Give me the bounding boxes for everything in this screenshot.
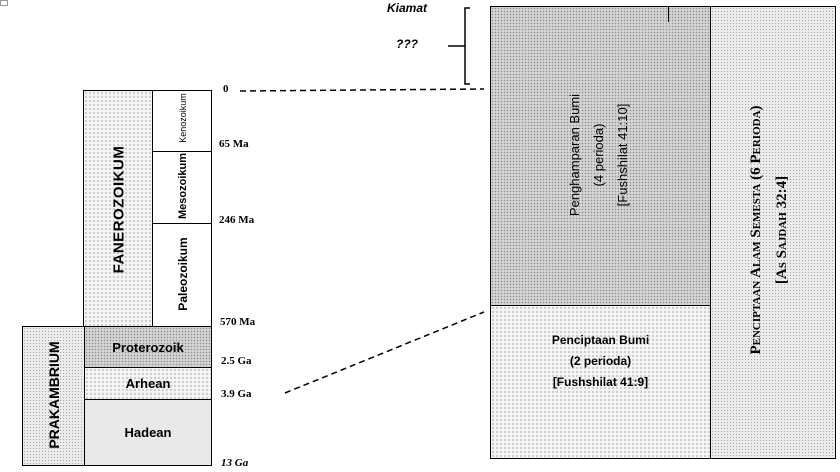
penghamparan-line1: Penghamparan Bumi — [567, 93, 582, 217]
penciptaan-bumi-text: Penciptaan Bumi (2 perioda) [Fushshilat … — [491, 330, 710, 393]
corner-mark — [0, 0, 8, 6]
tick-246ma: 246 Ma — [219, 214, 255, 226]
alam-semesta-line2: [As Sajdah 32:4] — [774, 175, 790, 285]
future-brace — [464, 7, 470, 85]
penghamparan-line2: (4 perioda) — [591, 123, 606, 187]
fanerozoikum-eon: FANEROZOIKUM — [83, 90, 153, 327]
tick-2-5ga: 2.5 Ga — [221, 355, 252, 367]
kiamat-label: Kiamat — [387, 1, 428, 15]
proterozoik-era: Proterozoik — [84, 326, 212, 368]
kiamat-tick — [668, 6, 669, 22]
hadean-era: Hadean — [84, 399, 212, 466]
proterozoik-label: Proterozoik — [112, 339, 184, 355]
tick-3-9ga: 3.9 Ga — [221, 388, 252, 400]
earth-origin-connector — [284, 311, 485, 394]
kenozoikum-era: Kenozoikum — [152, 90, 212, 152]
zero-connector — [239, 88, 485, 92]
mesozoikum-era: Mesozoikum — [152, 151, 212, 224]
tick-570ma: 570 Ma — [220, 316, 256, 328]
alam-semesta-line1: Penciptaan Alam Semesta (6 Perioda) — [748, 105, 764, 355]
prakambrium-eon: PRAKAMBRIUM — [22, 326, 85, 466]
hadean-label: Hadean — [124, 425, 172, 440]
arhean-label: Arhean — [125, 376, 171, 391]
penciptaan-bumi-line2: (2 perioda) — [569, 354, 632, 368]
penciptaan-bumi-line3: [Fushshilat 41:9] — [552, 375, 649, 389]
prakambrium-label: PRAKAMBRIUM — [46, 341, 62, 449]
fanerozoikum-label: FANEROZOIKUM — [110, 145, 128, 274]
penciptaan-bumi-box: Penciptaan Bumi (2 perioda) [Fushshilat … — [490, 305, 711, 459]
tick-65ma: 65 Ma — [219, 138, 249, 150]
penciptaan-alam-semesta-box: Penciptaan Alam Semesta (6 Perioda) [As … — [710, 6, 836, 459]
penghamparan-text: Penghamparan Bumi (4 perioda) [Fushshila… — [563, 15, 639, 295]
penciptaan-bumi-line1: Penciptaan Bumi — [551, 333, 650, 347]
unknown-future-label: ??? — [396, 37, 418, 51]
tick-13ga: 13 Ga — [221, 457, 249, 469]
mesozoikum-label: Mesozoikum — [177, 153, 189, 220]
tick-0: 0 — [223, 83, 229, 95]
alam-semesta-text: Penciptaan Alam Semesta (6 Perioda) [As … — [743, 20, 799, 440]
paleozoikum-label: Paleozoikum — [176, 237, 190, 311]
penghamparan-bumi-box: Penghamparan Bumi (4 perioda) [Fushshila… — [490, 6, 711, 306]
paleozoikum-era: Paleozoikum — [152, 223, 212, 327]
arhean-era: Arhean — [84, 367, 212, 400]
penghamparan-line3: [Fushshilat 41:10] — [615, 103, 630, 207]
